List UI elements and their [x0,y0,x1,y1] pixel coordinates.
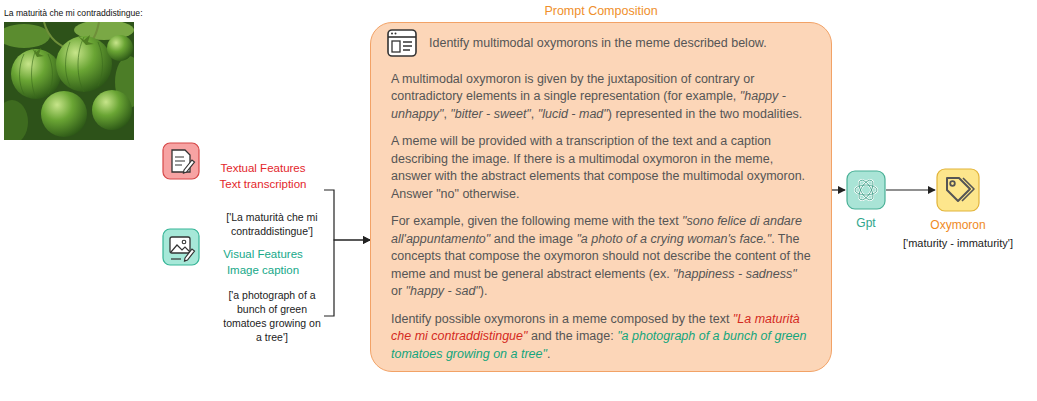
feature-title: Textual Features [204,160,322,176]
prompt-paragraph: Identify multimodal oxymorons in the mem… [429,35,811,53]
prompt-window-icon [387,29,417,57]
feature-title: Visual Features [204,246,322,262]
feature-subtitle: Text transcription [204,176,322,192]
flow-arrow [324,190,370,240]
prompt-box: Prompt CompositionIdentify multimodal ox… [370,22,832,372]
flow-arrow [832,189,845,190]
feature-value: ['La maturità che mi contraddistingue'] [220,210,324,238]
quoted-text: "bitter - sweet" [450,107,530,121]
prompt-title: Prompt Composition [371,3,831,19]
flow-arrow [324,240,370,316]
meme-text: La maturità che mi contraddistingue: [4,8,134,19]
feature-value: ['a photograph of a bunch of green tomat… [220,288,324,344]
output-label: Gpt [846,216,886,231]
image-caption-icon [162,228,200,266]
oxymoron-node: Oxymoron ['maturity - immaturity'] [888,168,1028,250]
text-transcription-icon [162,142,200,180]
oxymoron-tag-icon [936,168,980,212]
textual-features-node: Textual FeaturesText transcription ['La m… [160,142,324,238]
flow-arrow [886,189,935,190]
feature-heading: Visual FeaturesImage caption [204,228,322,278]
feature-subtitle: Image caption [204,262,322,278]
prompt-paragraph: A meme will be provided with a transcrip… [391,133,811,203]
output-label: Oxymoron [888,218,1028,233]
gpt-logo-icon [846,170,886,210]
quoted-text: "lucid - mad" [538,107,608,121]
prompt-paragraph: For example, given the following meme wi… [391,213,811,301]
output-value: ['maturity - immaturity'] [888,236,1028,250]
prompt-paragraph: A multimodal oxymoron is given by the ju… [391,71,811,124]
quoted-text: "a photo of a crying woman's face." [576,232,771,246]
quoted-text: "happy - sad" [406,284,480,298]
meme-image: La maturità che mi contraddistingue: [4,8,134,140]
tomato-photo [4,22,134,140]
visual-features-node: Visual FeaturesImage caption ['a photogra… [160,228,324,344]
gpt-node: Gpt [846,170,886,231]
quoted-text: "happiness - sadness" [673,267,797,281]
prompt-paragraph: Identify possible oxymorons in a meme co… [391,311,811,364]
feature-heading: Textual FeaturesText transcription [204,142,322,192]
